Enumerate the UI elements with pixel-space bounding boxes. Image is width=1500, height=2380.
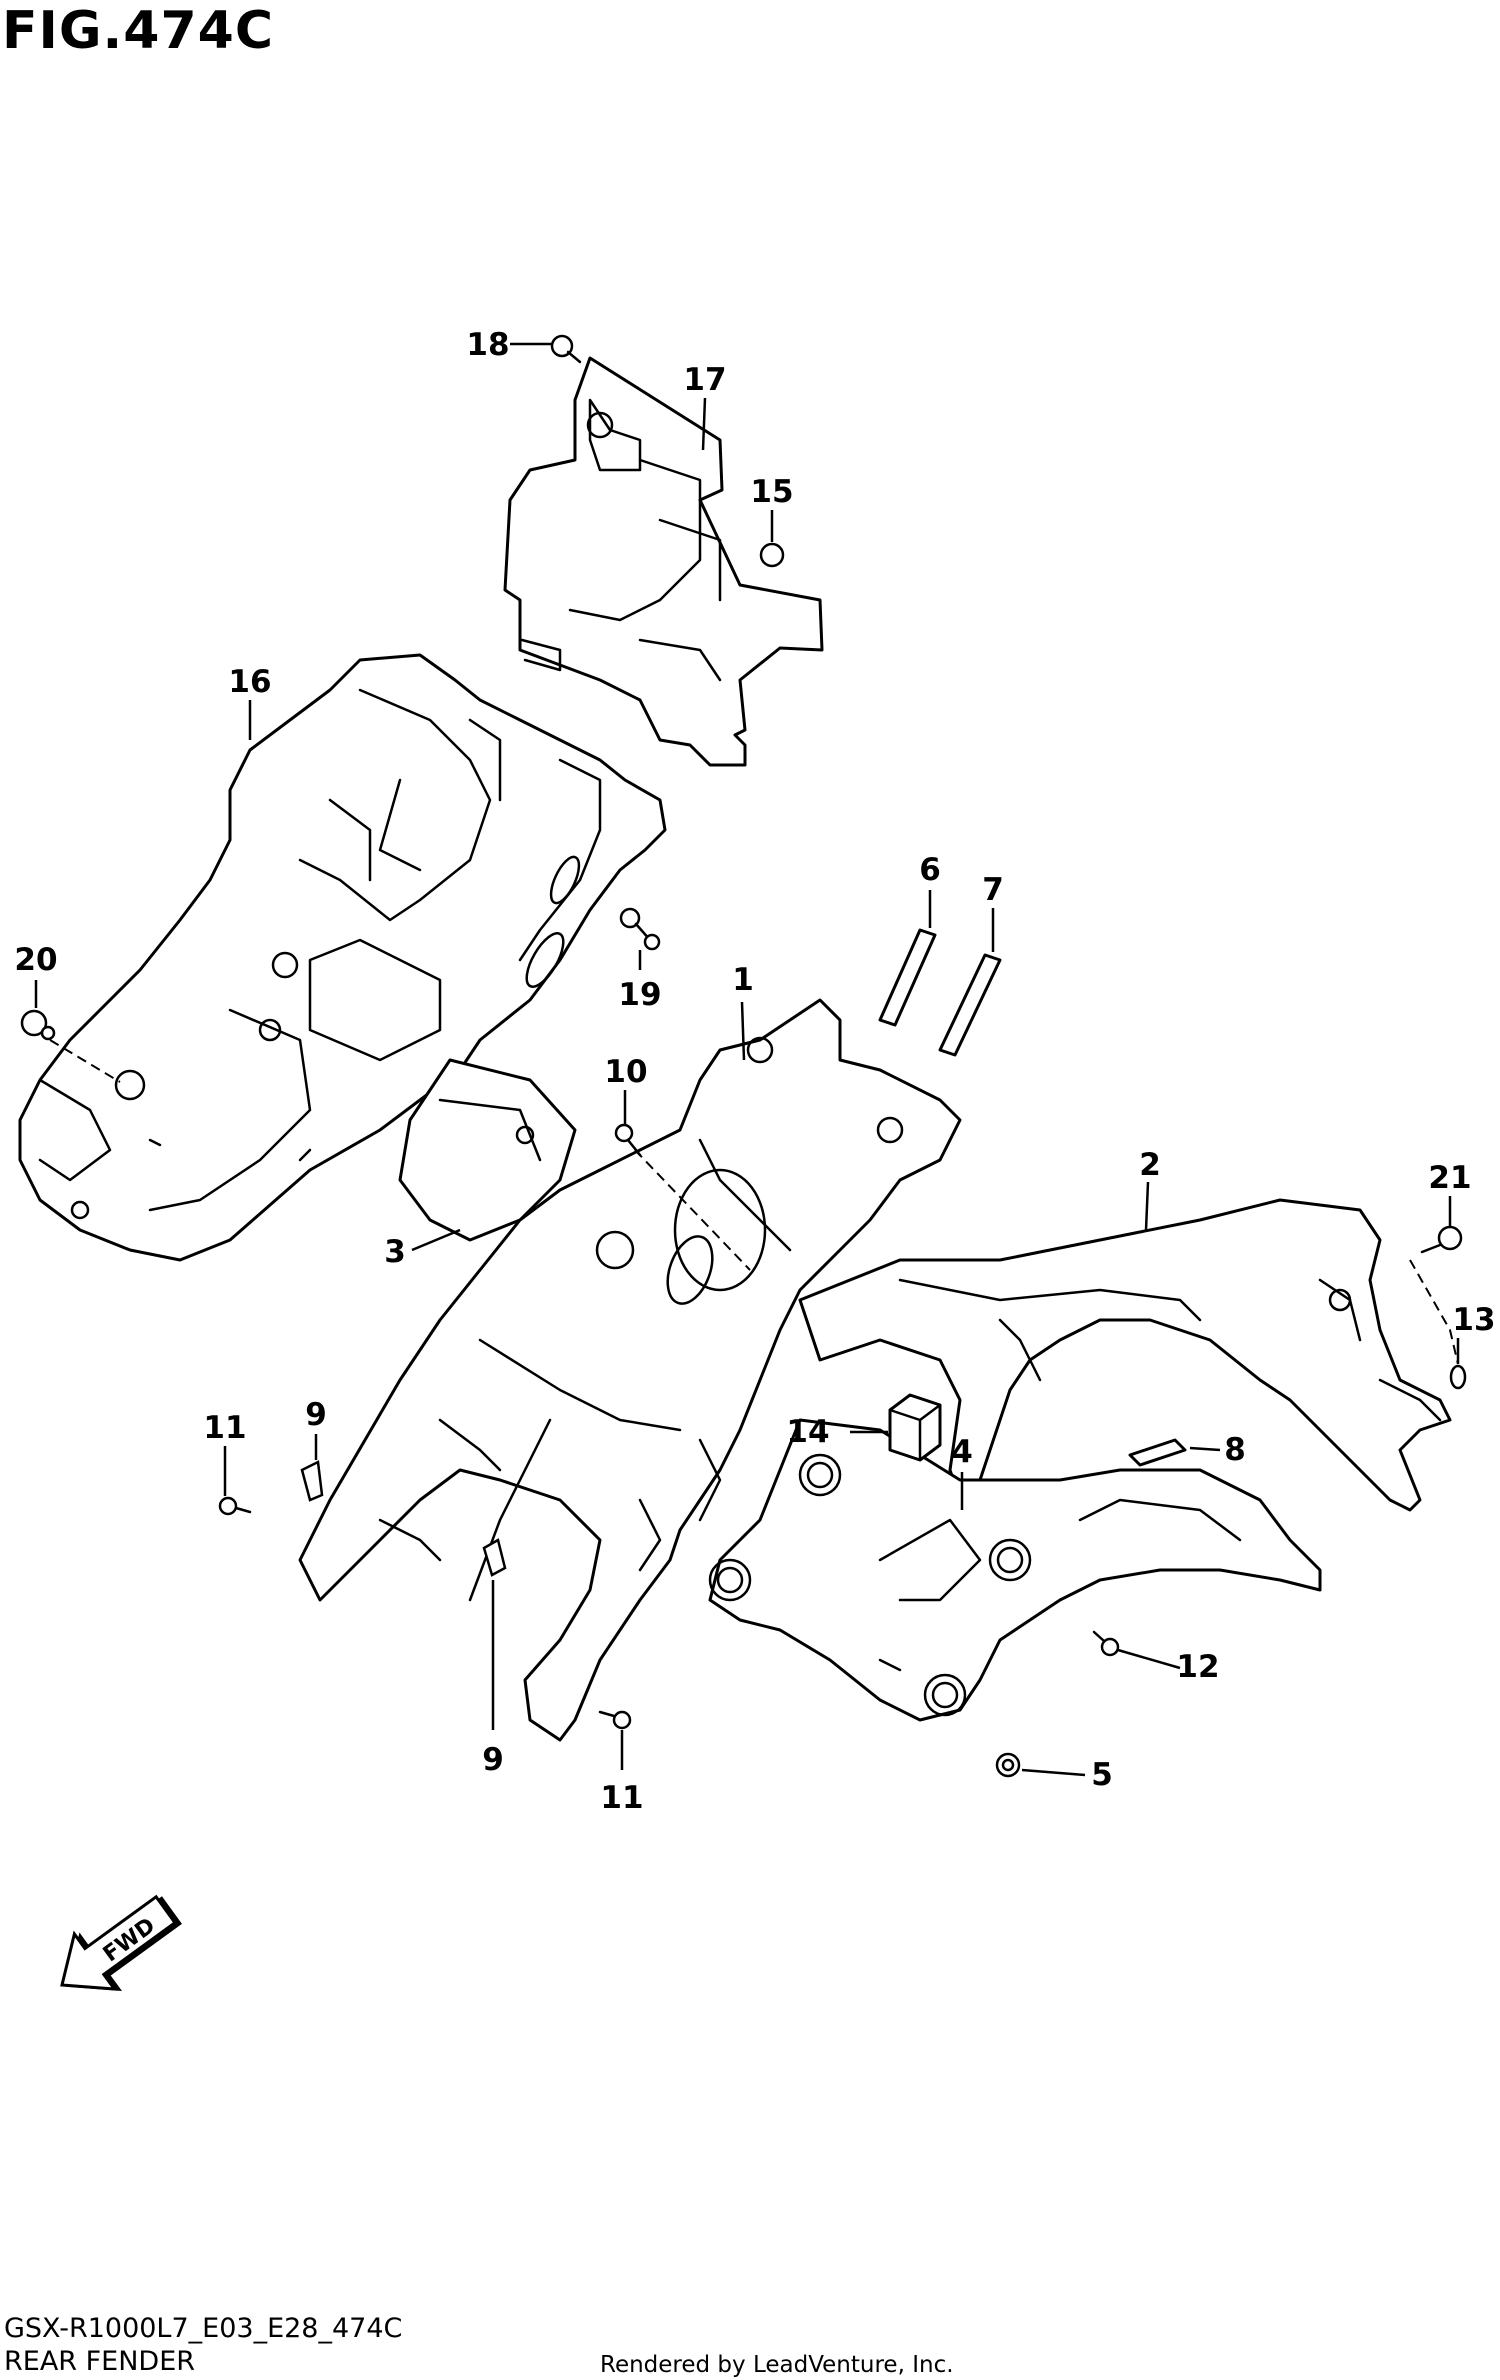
callout-13: 13	[1452, 1302, 1495, 1338]
part-16-fender-shell	[18, 653, 667, 1262]
callout-20: 20	[14, 942, 57, 978]
callout-7: 7	[982, 872, 1004, 908]
part-3-undertray	[398, 1058, 577, 1242]
callout-8: 8	[1224, 1432, 1246, 1468]
bolt-5-icon	[995, 1752, 1021, 1778]
callouts: 1 2 3 4 5 6 7 8 9 9 10 11 11 12 13 14 15…	[14, 327, 1495, 1816]
part-7-strip	[938, 953, 1002, 1057]
bolt-11b-icon	[598, 1710, 632, 1730]
bolt-21-icon	[1420, 1225, 1463, 1254]
callout-17: 17	[683, 362, 726, 398]
callout-9a: 9	[305, 1397, 327, 1433]
part-1-inner-fender	[298, 998, 962, 1742]
bolt-18-icon	[550, 334, 582, 364]
figure-title: FIG.474C	[2, 1, 274, 61]
callout-18: 18	[466, 327, 509, 363]
callout-10: 10	[604, 1054, 647, 1090]
part-14-block	[888, 1393, 942, 1462]
part-8-pad	[1128, 1438, 1187, 1467]
bolt-12-icon	[1092, 1630, 1120, 1657]
figure-name: REAR FENDER	[4, 2346, 195, 2377]
callout-2: 2	[1139, 1147, 1161, 1183]
callout-3: 3	[384, 1234, 406, 1270]
fwd-arrow-icon: FWD	[60, 1894, 182, 1992]
nut-13-icon	[1449, 1364, 1467, 1390]
nut-15-icon	[759, 542, 785, 568]
callout-11b: 11	[600, 1780, 643, 1816]
leader-lines	[34, 342, 1460, 1777]
callout-1: 1	[732, 962, 754, 998]
callout-15: 15	[750, 474, 793, 510]
callout-6: 6	[919, 852, 941, 888]
callout-16: 16	[228, 664, 271, 700]
part-17-bracket	[503, 356, 824, 767]
clip-9b-icon	[482, 1538, 507, 1577]
callout-14: 14	[786, 1414, 829, 1450]
callout-12: 12	[1176, 1649, 1219, 1685]
clip-9a-icon	[300, 1460, 324, 1502]
hardware	[20, 334, 1467, 1778]
figure-code: GSX-R1000L7_E03_E28_474C	[4, 2313, 402, 2344]
part-6-strip	[878, 928, 937, 1027]
part-4-lower-bracket	[708, 1418, 1322, 1722]
callout-5: 5	[1091, 1757, 1113, 1793]
bolt-11a-icon	[218, 1496, 252, 1516]
callout-11a: 11	[203, 1410, 246, 1446]
bolt-19-icon	[619, 907, 661, 951]
callout-9b: 9	[482, 1742, 504, 1778]
callout-4: 4	[951, 1434, 973, 1470]
callout-21: 21	[1428, 1160, 1471, 1196]
render-credit: Rendered by LeadVenture, Inc.	[600, 2352, 954, 2378]
grommet-20-icon	[20, 1009, 56, 1041]
callout-19: 19	[618, 977, 661, 1013]
